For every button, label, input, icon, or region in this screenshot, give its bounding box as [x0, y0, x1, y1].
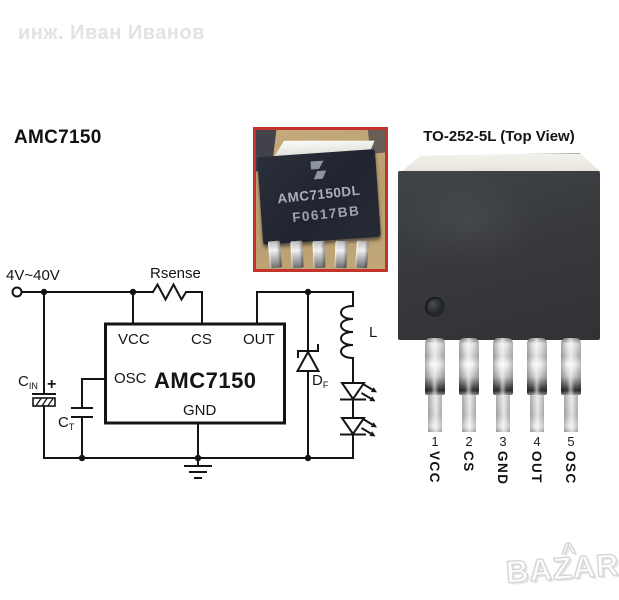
cin-base: C [18, 373, 29, 390]
ic-part-number: AMC7150 [154, 368, 257, 393]
df-label: DF [312, 373, 328, 390]
ic-box [104, 322, 286, 425]
package-pins [398, 338, 600, 438]
ic-pin-out: OUT [243, 331, 275, 348]
diode-df-triangle [295, 349, 321, 372]
package-pin-3 [493, 338, 513, 432]
ct-base: C [58, 414, 69, 431]
cin-label: CIN [18, 374, 38, 391]
inductor-label: L [369, 324, 378, 341]
package-tab [398, 153, 600, 175]
ground-symbol [184, 422, 212, 479]
pin-number-4: 4 [533, 434, 541, 449]
ic-pin-osc: OSC [114, 370, 147, 387]
cap-cin-hatch [35, 397, 54, 406]
chip-body: AMC7150DL F0617BB [257, 148, 381, 246]
input-terminal [11, 286, 23, 298]
cin-polarity: + [47, 376, 57, 393]
ic-pin-cs: CS [191, 331, 212, 348]
input-voltage-label: 4V~40V [6, 267, 60, 284]
package-pin-2 [459, 338, 479, 432]
ct-sub: T [68, 422, 75, 432]
package-body [398, 171, 600, 340]
pin-name-gnd: GND [495, 451, 510, 486]
chip-leg [312, 240, 326, 269]
manufacturer-logo-icon [310, 160, 327, 180]
pin-number-5: 5 [567, 434, 575, 449]
ic-pin-vcc: VCC [118, 331, 150, 348]
junction-dots [40, 288, 312, 462]
chip-leg [267, 240, 283, 269]
pin-number-1: 1 [431, 434, 439, 449]
pin-name-out: OUT [529, 451, 544, 484]
package-title: TO-252-5L (Top View) [423, 128, 575, 145]
author-watermark: инж. Иван Иванов [18, 22, 205, 44]
df-sub: F [322, 380, 329, 390]
pin-name-cs: CS [461, 451, 476, 473]
pin-name-osc: OSC [563, 451, 578, 485]
chip-leg [355, 240, 369, 269]
package-pin-5 [561, 338, 581, 432]
led2-triangle [340, 417, 366, 436]
chip-photo: AMC7150DL F0617BB [253, 127, 388, 272]
cap-ct [71, 378, 106, 459]
site-logo-accent: ^ [560, 537, 578, 566]
pin-number-2: 2 [465, 434, 473, 449]
page-title: AMC7150 [14, 127, 102, 148]
df-base: D [312, 372, 323, 389]
chip-leg [290, 240, 304, 269]
ct-label: CT [58, 415, 74, 432]
package-dimple [425, 297, 445, 317]
package-pin-4 [527, 338, 547, 432]
pin-number-3: 3 [499, 434, 507, 449]
resistor-rsense [151, 282, 203, 302]
ic-pin-gnd: GND [183, 402, 217, 419]
cin-sub: IN [28, 381, 38, 391]
pin-name-vcc: VCC [427, 451, 442, 485]
led1-triangle [340, 382, 366, 401]
chip-leg [334, 240, 348, 269]
inductor-coil [340, 291, 354, 384]
rsense-label: Rsense [150, 265, 201, 282]
package-pin-1 [425, 338, 445, 432]
wire-out [256, 291, 354, 324]
